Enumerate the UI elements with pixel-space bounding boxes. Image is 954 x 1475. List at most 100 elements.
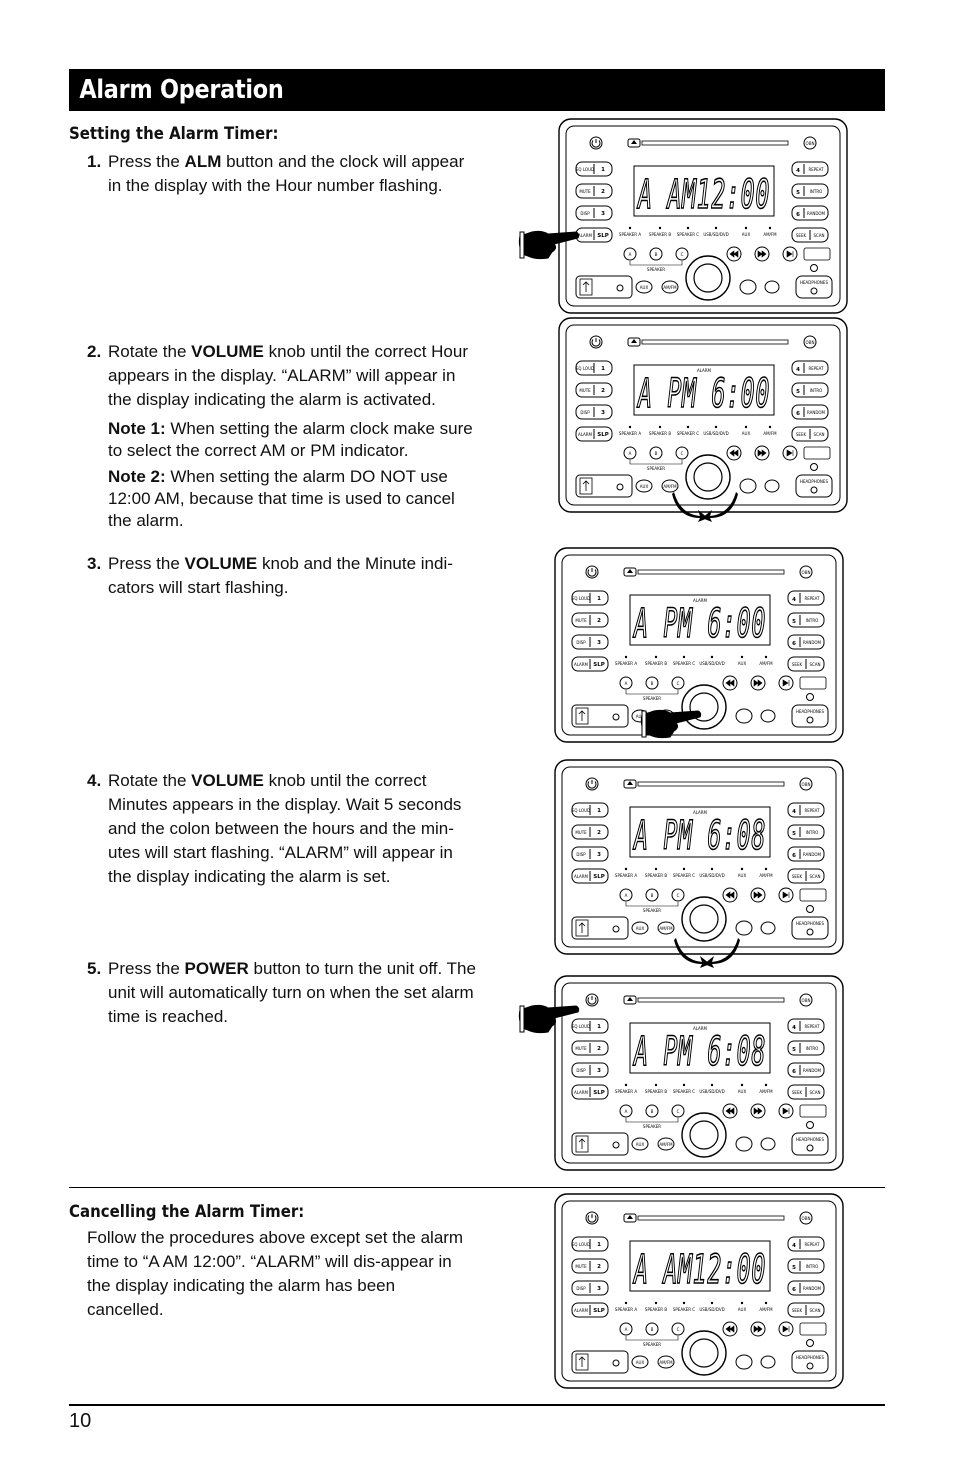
right-control-button[interactable]	[791, 205, 829, 221]
speaker-select-button[interactable]	[671, 676, 685, 690]
pointing-hand-icon	[518, 1004, 580, 1034]
right-control-button[interactable]	[787, 1258, 825, 1274]
speaker-select-button[interactable]	[619, 1322, 633, 1336]
headphone-jack[interactable]	[810, 486, 818, 494]
am-fm-button[interactable]	[661, 280, 679, 294]
left-button-label: EQ LOUD	[572, 1024, 590, 1029]
speaker-select-button[interactable]	[671, 1322, 685, 1336]
right-control-button[interactable]	[787, 824, 825, 840]
right-control-button[interactable]	[787, 1236, 825, 1252]
step-5: 5. Press the POWER button to turn the un…	[87, 957, 477, 1029]
right-control-button[interactable]	[791, 183, 829, 199]
obn-button[interactable]	[803, 136, 817, 150]
info-button[interactable]	[760, 921, 776, 935]
ir-sensor	[806, 1121, 814, 1129]
am-fm-button[interactable]	[657, 1355, 675, 1369]
headphone-jack[interactable]	[806, 1362, 814, 1370]
am-fm-button[interactable]	[661, 479, 679, 493]
volume-knob-inner	[693, 462, 723, 492]
sd-slot[interactable]	[616, 284, 624, 292]
right-control-button[interactable]	[787, 1040, 825, 1056]
speaker-select-label: C	[677, 1327, 680, 1332]
speaker-select-button[interactable]	[645, 1322, 659, 1336]
right-control-button[interactable]	[791, 404, 829, 420]
headphone-jack[interactable]	[806, 1144, 814, 1152]
speaker-select-button[interactable]	[619, 888, 633, 902]
obn-button[interactable]	[803, 335, 817, 349]
speaker-select-button[interactable]	[623, 247, 637, 261]
alarm-indicator: ALARM	[697, 368, 712, 373]
right-button-number: 4	[792, 597, 796, 603]
brand-logo	[799, 676, 827, 690]
speaker-select-label: A	[625, 1327, 628, 1332]
sd-slot[interactable]	[612, 925, 620, 933]
aux-in-jack[interactable]	[735, 1354, 753, 1370]
right-control-button[interactable]	[787, 1018, 825, 1034]
info-button[interactable]	[760, 1137, 776, 1151]
headphone-jack[interactable]	[806, 928, 814, 936]
speaker-select-button[interactable]	[649, 247, 663, 261]
speaker-select-button[interactable]	[675, 247, 689, 261]
headphone-jack[interactable]	[810, 287, 818, 295]
right-control-button[interactable]	[787, 634, 825, 650]
speaker-select-button[interactable]	[645, 1104, 659, 1118]
right-control-button[interactable]	[787, 846, 825, 862]
obn-button[interactable]	[799, 565, 813, 579]
aux-button[interactable]	[635, 280, 653, 294]
speaker-select-button[interactable]	[649, 446, 663, 460]
speaker-select-label: B	[651, 1327, 654, 1332]
right-control-button[interactable]	[791, 161, 829, 177]
speaker-indicator-label: SPEAKER A	[615, 1089, 637, 1094]
sd-slot[interactable]	[612, 1359, 620, 1367]
info-button[interactable]	[760, 709, 776, 723]
am-fm-button[interactable]	[657, 1137, 675, 1151]
speaker-select-button[interactable]	[675, 446, 689, 460]
cancel-text: Follow the procedures above except set t…	[87, 1228, 464, 1319]
aux-in-jack[interactable]	[735, 708, 753, 724]
step-number: 3.	[87, 554, 102, 573]
unit-inner-frame	[565, 125, 841, 307]
power-icon	[587, 1214, 597, 1223]
speaker-select-button[interactable]	[671, 1104, 685, 1118]
obn-button[interactable]	[799, 777, 813, 791]
right-control-button[interactable]	[791, 360, 829, 376]
info-button[interactable]	[760, 1355, 776, 1369]
speaker-select-button[interactable]	[623, 446, 637, 460]
right-control-button[interactable]	[791, 382, 829, 398]
right-control-button[interactable]	[787, 1062, 825, 1078]
speaker-select-label: B	[651, 893, 654, 898]
right-control-button[interactable]	[787, 612, 825, 628]
sd-slot[interactable]	[612, 1141, 620, 1149]
right-control-button[interactable]	[787, 1280, 825, 1296]
step-key: POWER	[184, 959, 249, 978]
right-control-button[interactable]	[787, 802, 825, 818]
aux-button[interactable]	[631, 1137, 649, 1151]
speaker-select-button[interactable]	[619, 1104, 633, 1118]
sd-slot[interactable]	[612, 713, 620, 721]
am-fm-button[interactable]	[657, 921, 675, 935]
obn-button[interactable]	[799, 1211, 813, 1225]
sd-slot[interactable]	[616, 483, 624, 491]
aux-in-jack[interactable]	[739, 478, 757, 494]
aux-in-jack[interactable]	[735, 920, 753, 936]
info-button[interactable]	[764, 280, 780, 294]
speaker-select-button[interactable]	[645, 888, 659, 902]
speaker-select-button[interactable]	[645, 676, 659, 690]
speaker-select-button[interactable]	[619, 676, 633, 690]
aux-in-jack[interactable]	[735, 1136, 753, 1152]
left-button-number: 2	[597, 830, 601, 836]
obn-button[interactable]	[799, 993, 813, 1007]
left-button-label: MUTE	[579, 388, 591, 393]
right-control-button[interactable]	[787, 590, 825, 606]
info-button[interactable]	[764, 479, 780, 493]
speaker-indicator-label: SPEAKER B	[645, 661, 667, 666]
headphone-jack[interactable]	[806, 716, 814, 724]
aux-button[interactable]	[631, 1355, 649, 1369]
aux-button[interactable]	[631, 921, 649, 935]
speaker-group-label: SPEAKER	[643, 908, 661, 913]
speaker-select-label: C	[681, 451, 684, 456]
aux-button[interactable]	[635, 479, 653, 493]
speaker-select-button[interactable]	[671, 888, 685, 902]
speaker-indicator-label: AM/FM	[763, 232, 777, 237]
aux-in-jack[interactable]	[739, 279, 757, 295]
